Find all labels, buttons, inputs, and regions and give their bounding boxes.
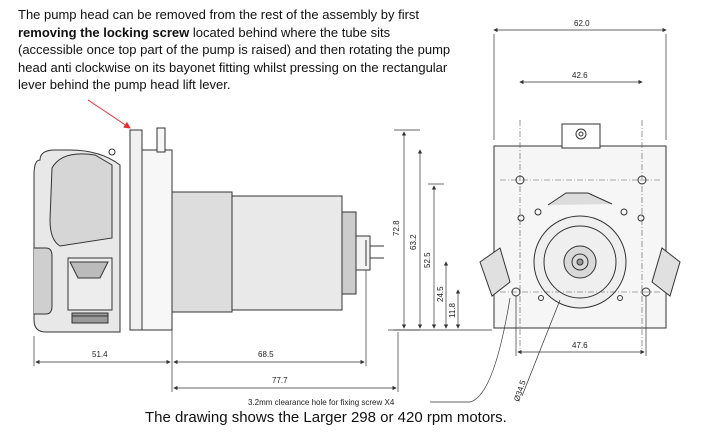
dim-11-8: 11.8 (448, 302, 457, 318)
dim-72-8: 72.8 (392, 220, 401, 236)
side-view (33, 127, 384, 333)
dim-52-5: 52.5 (423, 252, 432, 268)
dim-24-5: 24.5 (436, 286, 445, 302)
dim-63-2: 63.2 (409, 234, 418, 250)
dimension-lines (33, 27, 667, 403)
dim-68-5: 68.5 (258, 350, 274, 359)
instruction-note: The pump head can be removed from the re… (18, 6, 458, 94)
screw-note: 3.2mm clearance hole for fixing screw X4 (248, 398, 395, 407)
front-view (479, 123, 681, 329)
dim-47-6: 47.6 (572, 341, 588, 350)
front-view-centerlines (500, 120, 660, 350)
drawing-caption: The drawing shows the Larger 298 or 420 … (145, 409, 507, 426)
dim-62-0: 62.0 (574, 19, 590, 28)
note-bold-text: removing the locking screw (18, 24, 190, 40)
dim-42-6: 42.6 (572, 71, 588, 80)
dim-77-7: 77.7 (272, 376, 288, 385)
dim-51-4: 51.4 (92, 350, 108, 359)
dim-dia-34-5: Ø34.5 (512, 379, 527, 403)
note-text-start: The pump head can be removed from the re… (18, 7, 420, 22)
note-text-end: located behind where the tube sits (acce… (18, 24, 451, 93)
pointer-arrow (87, 99, 131, 129)
